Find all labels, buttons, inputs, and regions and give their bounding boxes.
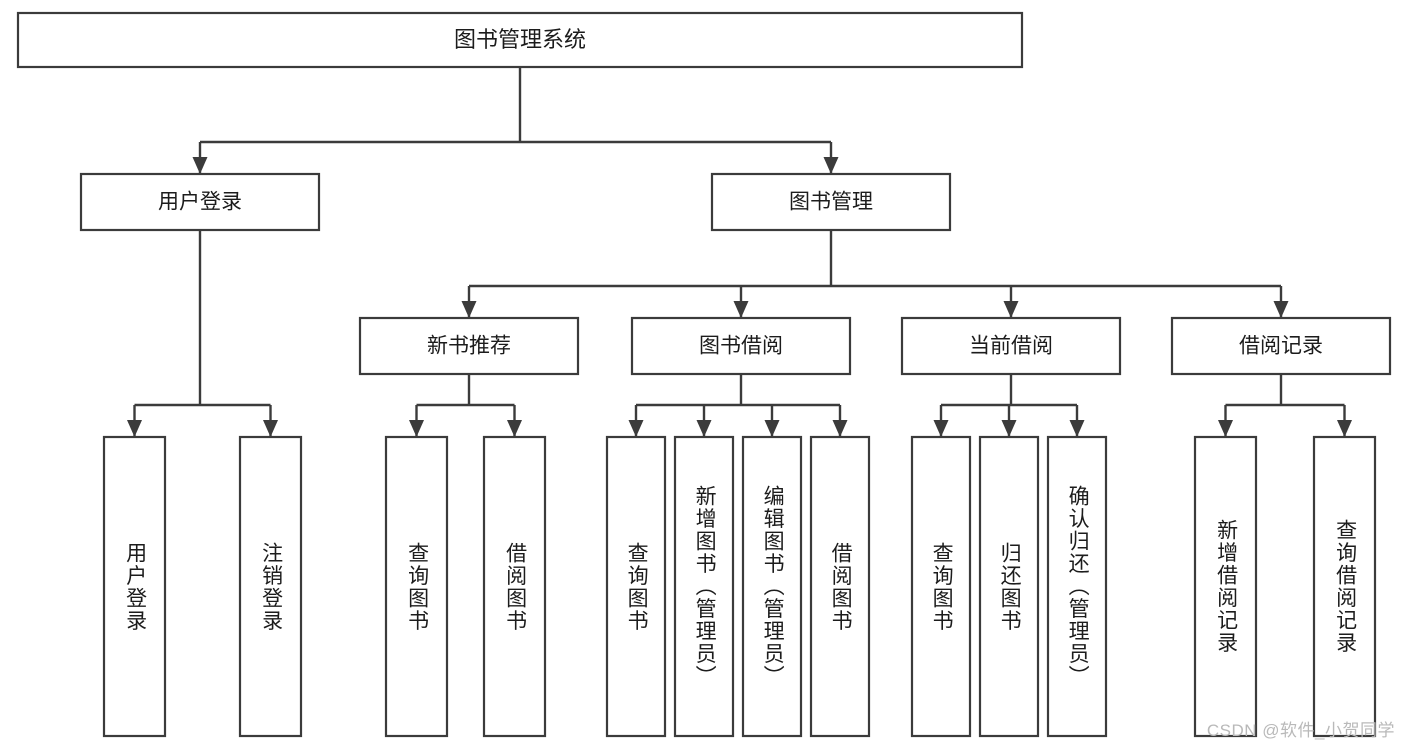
node-box-leaf-borrow-book-2[interactable]	[809, 435, 871, 738]
arrow-head-icon	[1003, 301, 1019, 318]
node-box-leaf-query-book-2[interactable]	[605, 435, 667, 738]
arrow-head-icon	[192, 157, 208, 174]
node-box-borrow-record[interactable]	[1170, 316, 1392, 376]
arrow-head-icon	[823, 157, 839, 174]
csdn-watermark: CSDN @软件_小贺同学	[1206, 721, 1395, 740]
node-box-leaf-edit-book[interactable]	[741, 435, 803, 738]
node-box-user-login[interactable]	[79, 172, 321, 232]
arrow-head-icon	[127, 420, 142, 437]
arrow-head-icon	[696, 420, 712, 437]
node-label-borrow-record: 借阅记录	[1239, 335, 1323, 358]
arrow-head-icon	[933, 420, 949, 437]
node-box-leaf-logout[interactable]	[238, 435, 303, 738]
node-label-book-borrow: 图书借阅	[699, 335, 783, 358]
connectors-layer	[127, 67, 1352, 437]
node-label-new-book-rec: 新书推荐	[427, 335, 511, 358]
arrow-head-icon	[1337, 420, 1352, 437]
node-box-current-borrow[interactable]	[900, 316, 1122, 376]
arrow-head-icon	[764, 420, 780, 437]
boxes-layer	[16, 11, 1392, 738]
arrow-head-icon	[461, 301, 477, 318]
node-box-leaf-borrow-book-1[interactable]	[482, 435, 547, 738]
node-box-leaf-confirm-return[interactable]	[1046, 435, 1108, 738]
arrow-head-icon	[1218, 420, 1233, 437]
node-box-leaf-add-record[interactable]	[1193, 435, 1258, 738]
node-label-current-borrow: 当前借阅	[969, 335, 1053, 358]
node-box-leaf-user-login[interactable]	[102, 435, 167, 738]
arrow-head-icon	[1001, 420, 1017, 437]
arrow-head-icon	[1273, 301, 1289, 318]
arrow-head-icon	[409, 420, 424, 437]
arrow-head-icon	[832, 420, 848, 437]
node-box-root[interactable]	[16, 11, 1024, 69]
node-box-leaf-query-book-1[interactable]	[384, 435, 449, 738]
node-label-book-manage: 图书管理	[789, 191, 873, 214]
node-box-book-borrow[interactable]	[630, 316, 852, 376]
node-label-user-login: 用户登录	[158, 191, 242, 214]
node-box-leaf-add-book[interactable]	[673, 435, 735, 738]
node-label-root: 图书管理系统	[454, 27, 586, 52]
node-box-book-manage[interactable]	[710, 172, 952, 232]
arrow-head-icon	[263, 420, 278, 437]
arrow-head-icon	[507, 420, 522, 437]
node-box-new-book-rec[interactable]	[358, 316, 580, 376]
node-box-leaf-query-book-3[interactable]	[910, 435, 972, 738]
node-box-leaf-query-record[interactable]	[1312, 435, 1377, 738]
arrow-head-icon	[1069, 420, 1085, 437]
node-box-leaf-return-book[interactable]	[978, 435, 1040, 738]
arrow-head-icon	[628, 420, 644, 437]
arrow-head-icon	[733, 301, 749, 318]
